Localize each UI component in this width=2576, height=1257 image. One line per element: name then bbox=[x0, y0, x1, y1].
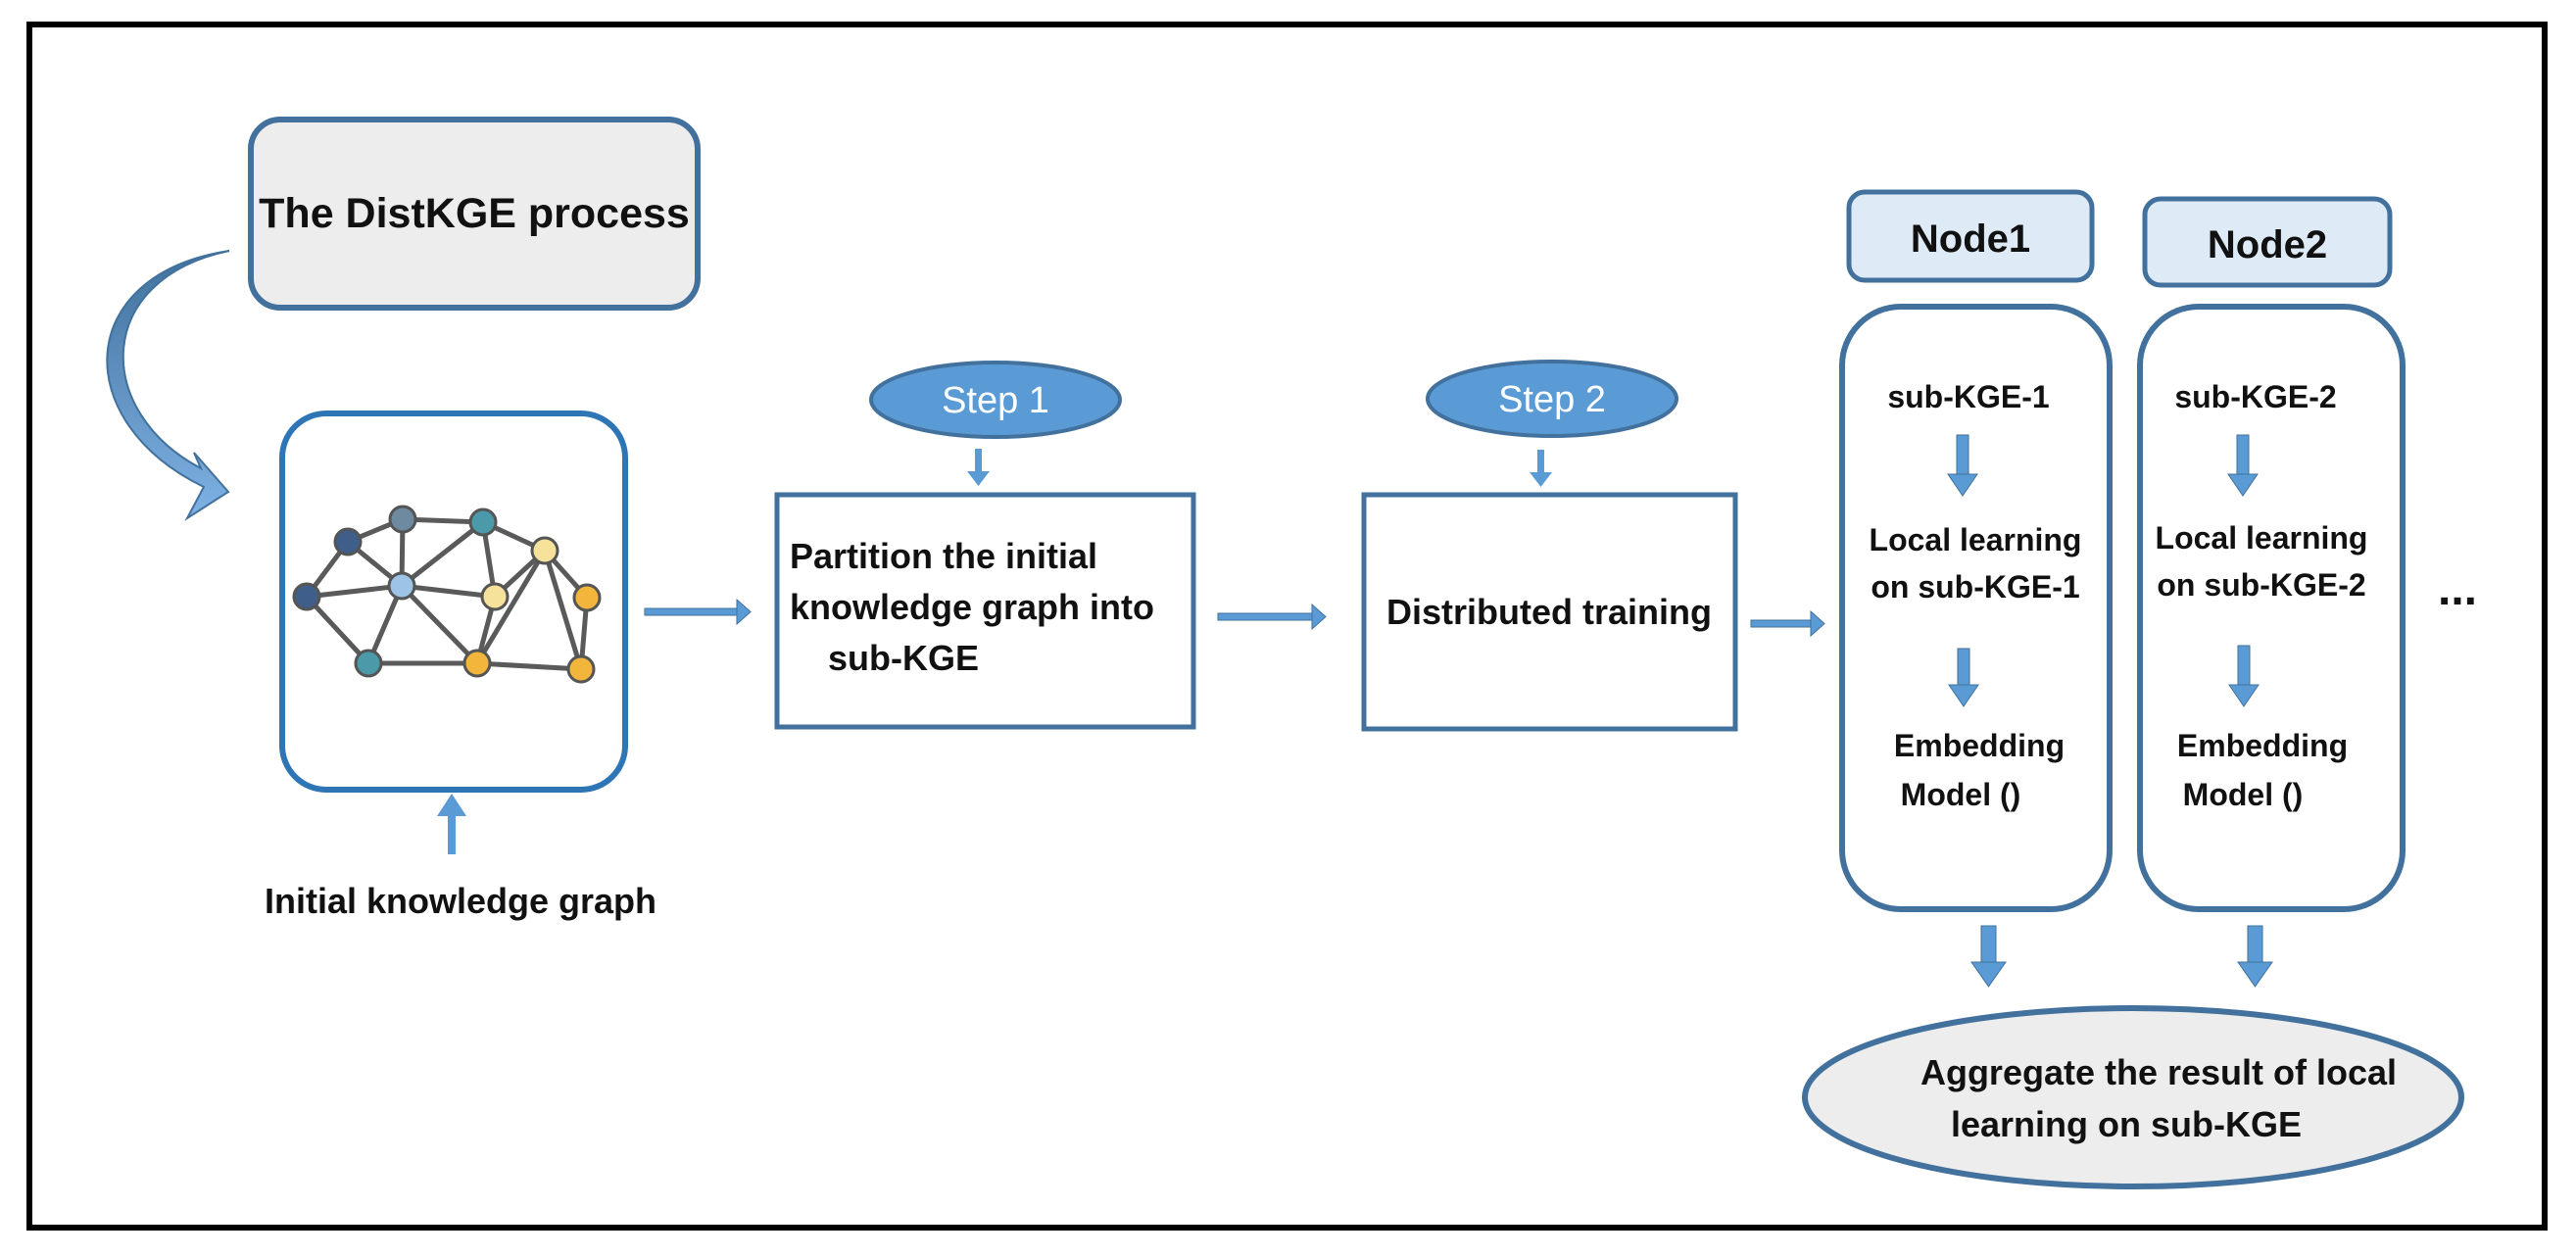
graph-node bbox=[480, 582, 510, 611]
down-arrow-icon bbox=[1530, 450, 1552, 487]
node1-model-line1: Embedding bbox=[1894, 728, 2065, 763]
graph-node bbox=[387, 571, 416, 601]
right-arrow-icon bbox=[644, 598, 752, 626]
knowledge-graph-illustration bbox=[292, 505, 602, 684]
graph-frame bbox=[279, 411, 628, 793]
step1-tag-text: Step 1 bbox=[942, 380, 1049, 421]
node1-sub-kge: sub-KGE-1 bbox=[1887, 379, 2049, 414]
node2-header bbox=[2142, 196, 2393, 288]
node2-local-line1: Local learning bbox=[2156, 520, 2368, 556]
graph-node bbox=[468, 508, 498, 537]
aggregate-line1: Aggregate the result of local bbox=[1920, 1052, 2397, 1092]
right-arrow-icon bbox=[1750, 609, 1825, 638]
node2-header-text: Node2 bbox=[2208, 223, 2327, 266]
step1-tag bbox=[869, 361, 1122, 439]
node2-local-line2: on sub-KGE-2 bbox=[2157, 567, 2365, 603]
title-box bbox=[248, 117, 701, 311]
node1-model-line2: Model () bbox=[1901, 777, 2021, 812]
step2-tag-text: Step 2 bbox=[1498, 379, 1606, 420]
node2-panel bbox=[2137, 304, 2406, 912]
input-label: Initial knowledge graph bbox=[265, 881, 656, 921]
graph-node bbox=[566, 654, 596, 684]
step1-text-line3: sub-KGE bbox=[828, 638, 979, 678]
graph-node bbox=[292, 582, 321, 611]
step1-box bbox=[774, 492, 1196, 730]
node2-model-line1: Embedding bbox=[2177, 728, 2348, 763]
up-arrow-icon bbox=[437, 794, 466, 854]
step1-text-line1: Partition the initial bbox=[790, 536, 1097, 576]
curved-arrow bbox=[106, 250, 230, 521]
down-arrow-icon bbox=[2228, 645, 2260, 707]
down-arrow-icon bbox=[2227, 434, 2259, 497]
right-arrow-icon bbox=[1217, 603, 1327, 631]
graph-nodes bbox=[292, 505, 602, 684]
node1-local-line1: Local learning bbox=[1870, 522, 2082, 557]
step2-box bbox=[1361, 492, 1738, 732]
down-arrow-icon bbox=[1970, 925, 2007, 988]
down-arrow-icon bbox=[967, 449, 990, 486]
node1-panel bbox=[1839, 304, 2113, 912]
node1-local-line2: on sub-KGE-1 bbox=[1871, 569, 2079, 604]
node2-model-line2: Model () bbox=[2183, 777, 2304, 812]
more-nodes-ellipsis: ... bbox=[2438, 563, 2477, 615]
down-arrow-icon bbox=[1948, 648, 1979, 707]
graph-node bbox=[462, 649, 492, 678]
step1-text-line2: knowledge graph into bbox=[790, 587, 1154, 627]
step2-tag bbox=[1426, 360, 1678, 438]
graph-node bbox=[572, 583, 602, 612]
aggregate-line2: learning on sub-KGE bbox=[1951, 1104, 2302, 1144]
graph-node bbox=[354, 649, 383, 678]
graph-node bbox=[333, 527, 363, 556]
down-arrow-icon bbox=[2237, 925, 2273, 988]
graph-node bbox=[530, 536, 559, 565]
graph-node bbox=[388, 505, 417, 534]
node1-header bbox=[1846, 189, 2095, 283]
step2-text: Distributed training bbox=[1386, 592, 1712, 632]
down-arrow-icon bbox=[1947, 434, 1978, 497]
node1-header-text: Node1 bbox=[1911, 218, 2030, 261]
node2-sub-kge: sub-KGE-2 bbox=[2174, 379, 2336, 414]
aggregate-ellipse bbox=[1802, 1005, 2464, 1189]
title-text: The DistKGE process bbox=[259, 190, 690, 237]
